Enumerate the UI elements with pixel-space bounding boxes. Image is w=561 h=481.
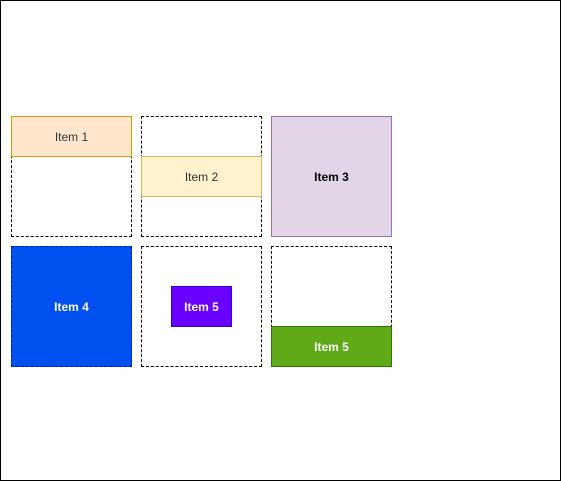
container-cell-5: Item 5 [141,246,262,367]
item-2-label: Item 2 [184,169,219,184]
item-1-label: Item 1 [54,129,89,144]
item-2-box[interactable]: Item 2 [141,156,262,197]
item-5-center-label: Item 5 [184,299,219,314]
container-cell-2: Item 2 [141,116,262,237]
item-5-bottom-box[interactable]: Item 5 [271,326,392,367]
item-5-center-box[interactable]: Item 5 [171,286,232,327]
item-3-box[interactable]: Item 3 [271,116,392,237]
container-cell-4: Item 4 [11,246,132,367]
container-cell-3: Item 3 [271,116,392,237]
container-cell-6: Item 5 [271,246,392,367]
item-4-label: Item 4 [54,299,89,314]
container-cell-1: Item 1 [11,116,132,237]
item-5-bottom-label: Item 5 [314,339,349,354]
item-3-label: Item 3 [314,169,349,184]
item-4-box[interactable]: Item 4 [11,246,132,367]
item-1-box[interactable]: Item 1 [11,116,132,157]
